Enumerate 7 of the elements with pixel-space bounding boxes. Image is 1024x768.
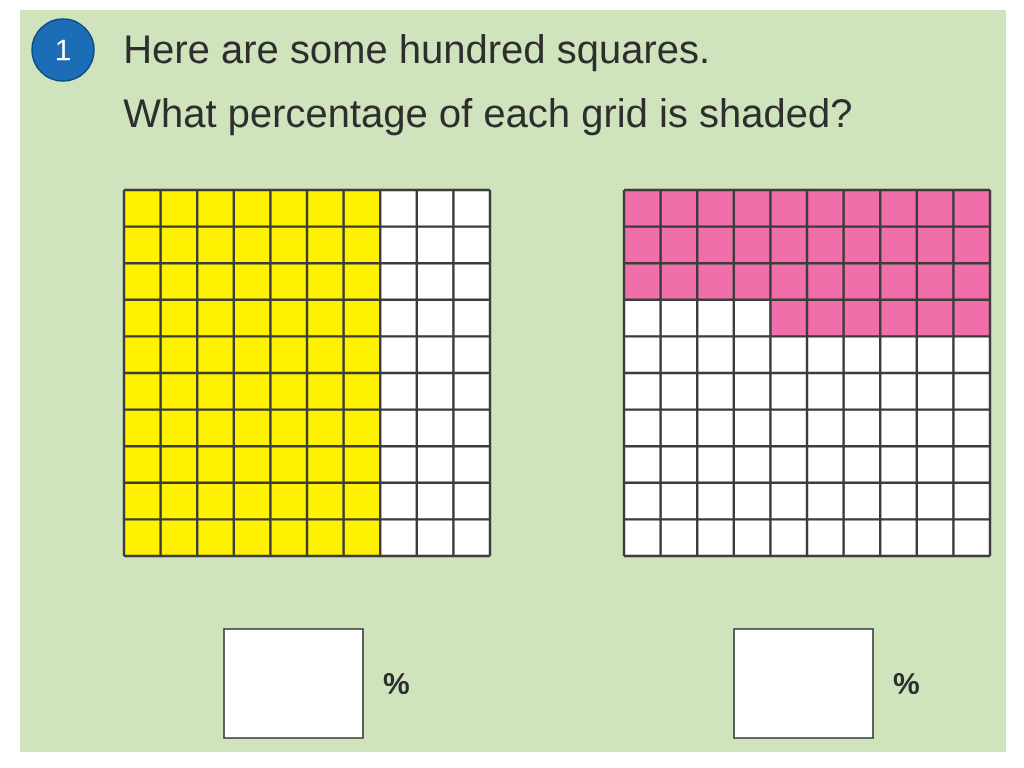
answer-box: [733, 628, 874, 739]
answer-box: [223, 628, 364, 739]
number-badge: 1: [31, 18, 95, 82]
question-text: What percentage of each grid is shaded?: [123, 98, 851, 136]
percent-label: %: [383, 672, 409, 695]
percent-label: %: [893, 672, 919, 695]
question-text: Here are some hundred squares.: [126, 34, 707, 72]
